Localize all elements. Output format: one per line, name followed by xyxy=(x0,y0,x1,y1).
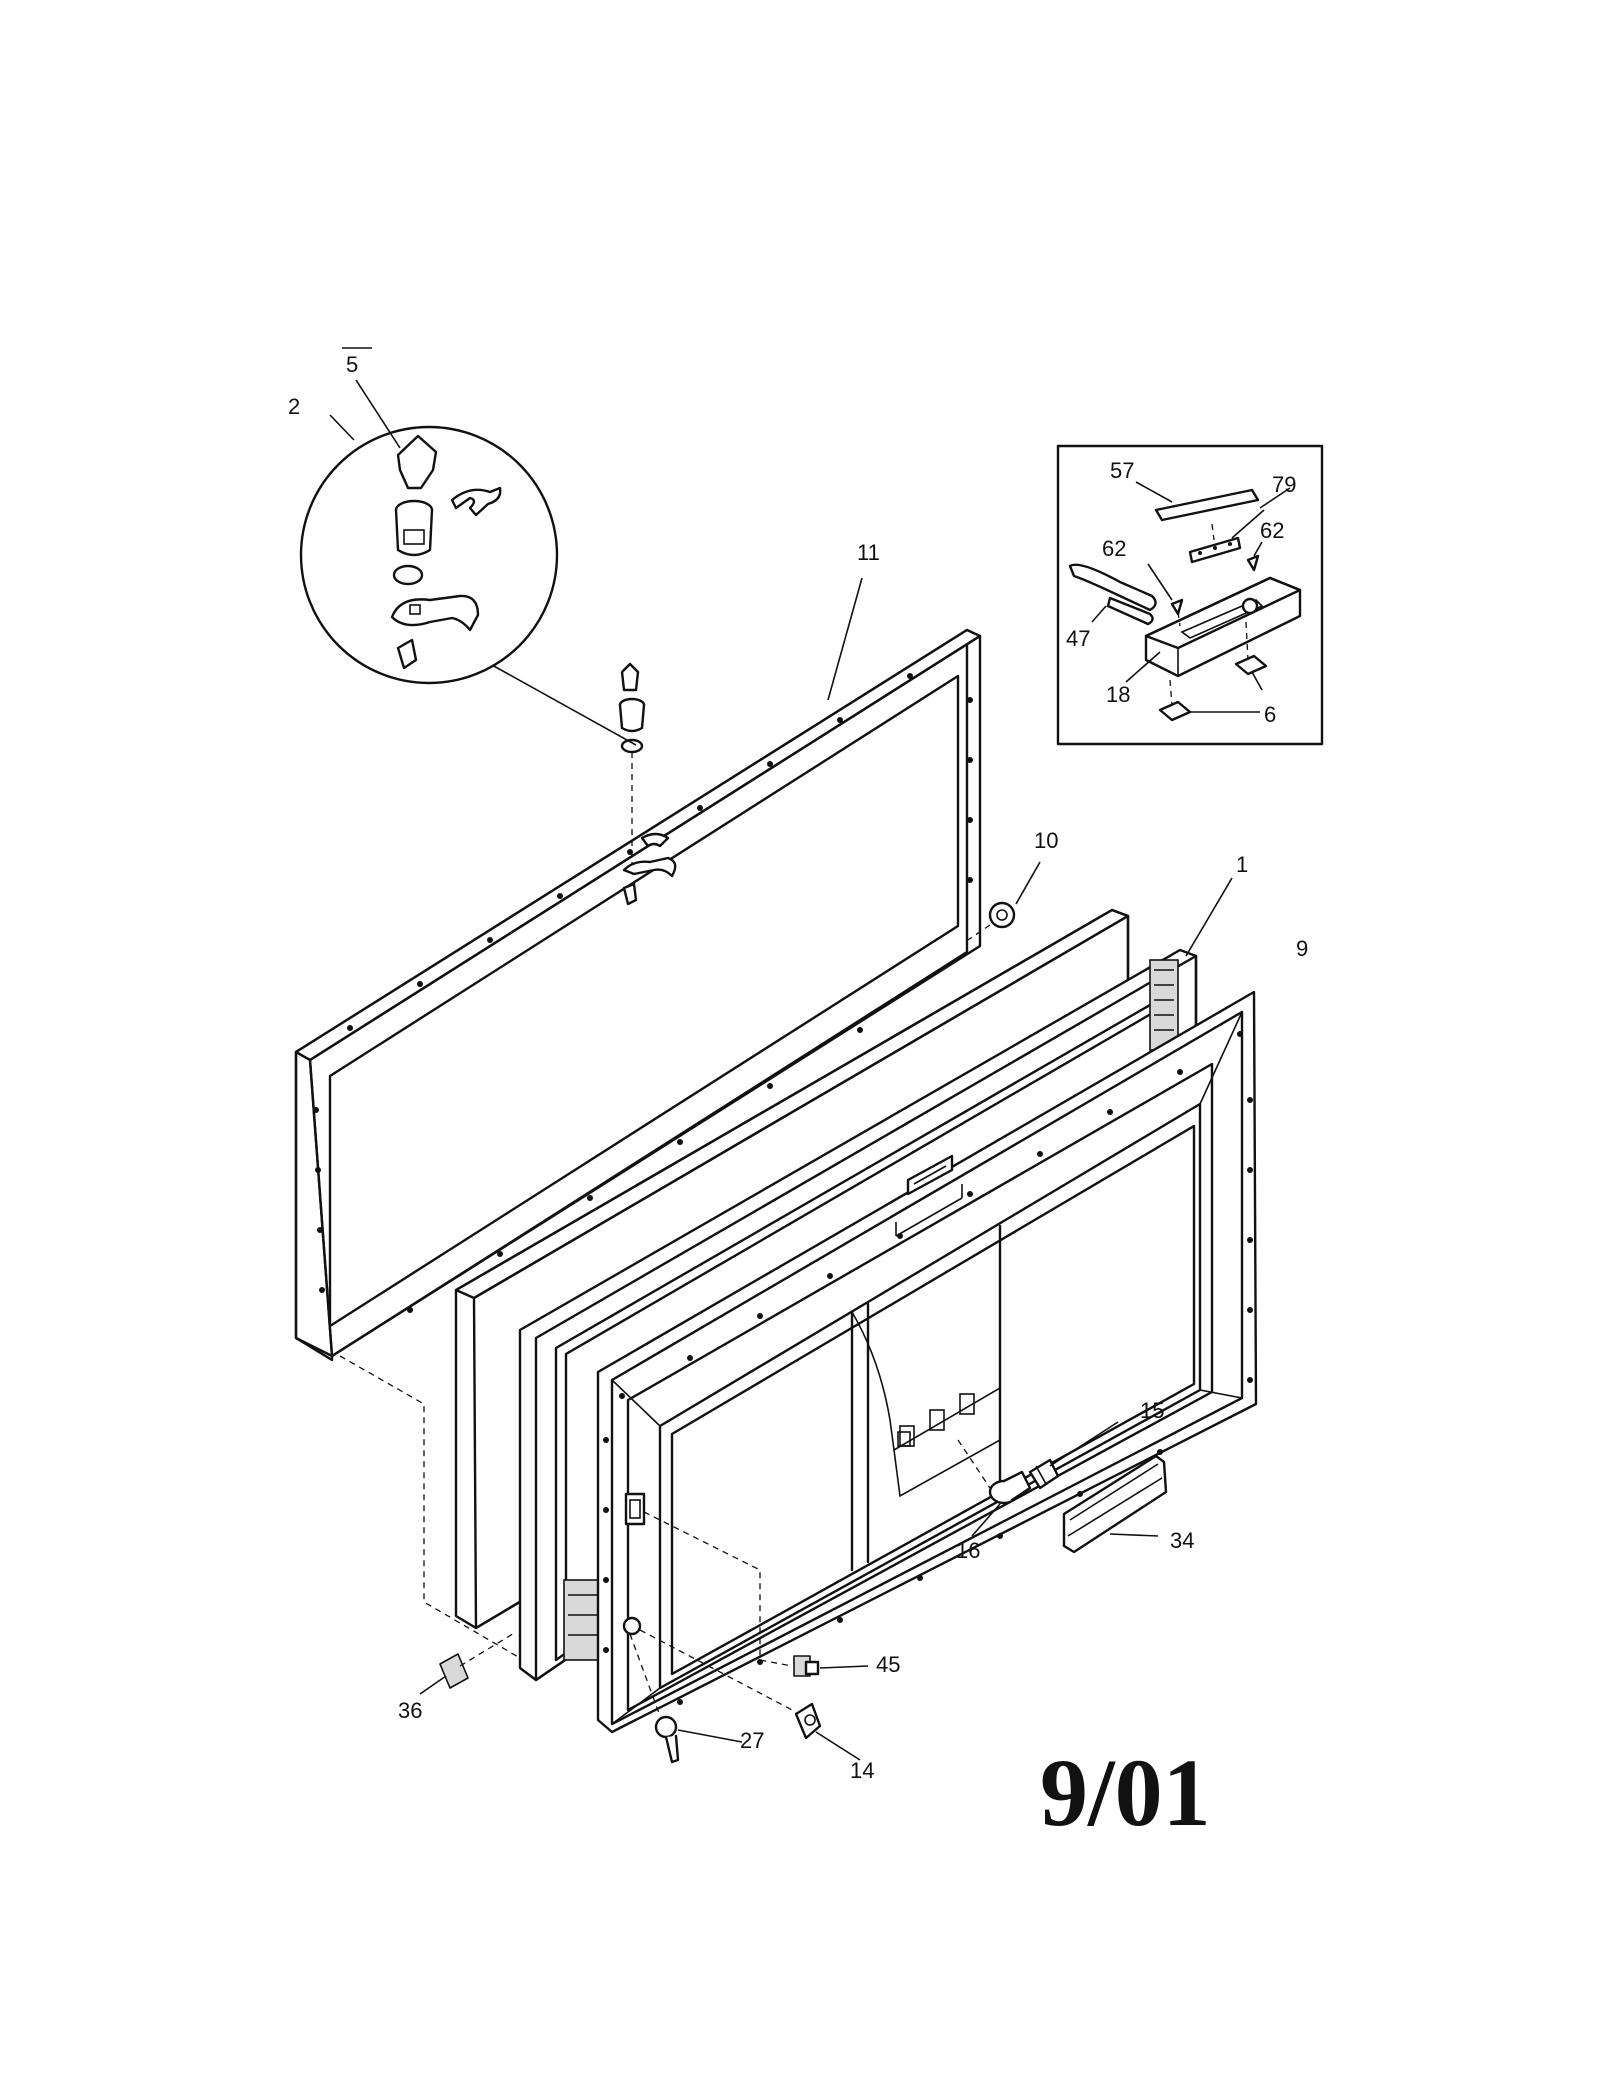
key-icon xyxy=(396,434,438,490)
lock-cylinder-icon xyxy=(394,508,434,557)
label-part-6: 6 xyxy=(1264,702,1276,727)
part-36-clip xyxy=(339,1355,521,1689)
date-stamp: 9/01 xyxy=(1040,1739,1211,1846)
hinge-detail-inset xyxy=(1056,444,1324,746)
o-ring-icon xyxy=(392,564,424,586)
part-10-bumper xyxy=(967,901,1016,941)
lock-detail-circle xyxy=(299,425,637,746)
inner-door-liner-9 xyxy=(596,990,1258,1734)
label-part-15: 15 xyxy=(1140,1398,1164,1423)
label-part-1: 1 xyxy=(1236,852,1248,877)
part-15-16-lamp xyxy=(957,1439,1060,1505)
screw-icon xyxy=(396,638,418,670)
label-part-79: 79 xyxy=(1272,472,1296,497)
label-part-62-left: 62 xyxy=(1102,536,1126,561)
label-part-27: 27 xyxy=(740,1728,764,1753)
part-34-handle xyxy=(1062,1454,1168,1554)
label-part-36: 36 xyxy=(398,1698,422,1723)
label-part-14: 14 xyxy=(850,1758,874,1783)
label-part-18: 18 xyxy=(1106,682,1130,707)
liner-9-holes xyxy=(603,1031,1253,1705)
frame-11-holes xyxy=(313,673,973,1313)
label-part-47: 47 xyxy=(1066,626,1090,651)
label-part-16: 16 xyxy=(956,1538,980,1563)
label-part-5: 5 xyxy=(346,352,358,377)
part-14-knob xyxy=(639,1629,822,1740)
part-27-screw xyxy=(629,1633,680,1764)
label-part-10: 10 xyxy=(1034,828,1058,853)
label-part-57: 57 xyxy=(1110,458,1134,483)
breaker-frame-11 xyxy=(294,628,982,1362)
part-labels: 5 2 11 10 1 9 57 79 62 62 47 18 6 15 16 … xyxy=(288,347,1308,1783)
label-part-62-right: 62 xyxy=(1260,518,1284,543)
label-part-11: 11 xyxy=(857,540,880,565)
exploded-lock-parts xyxy=(618,662,677,906)
clip-icon xyxy=(450,486,502,517)
label-part-45: 45 xyxy=(876,1652,900,1677)
label-part-2: 2 xyxy=(288,394,300,419)
cam-icon xyxy=(390,594,480,632)
label-part-9: 9 xyxy=(1296,936,1308,961)
label-part-34: 34 xyxy=(1170,1528,1194,1553)
leader-lines xyxy=(329,379,1291,1761)
part-45-switch xyxy=(643,1511,820,1677)
